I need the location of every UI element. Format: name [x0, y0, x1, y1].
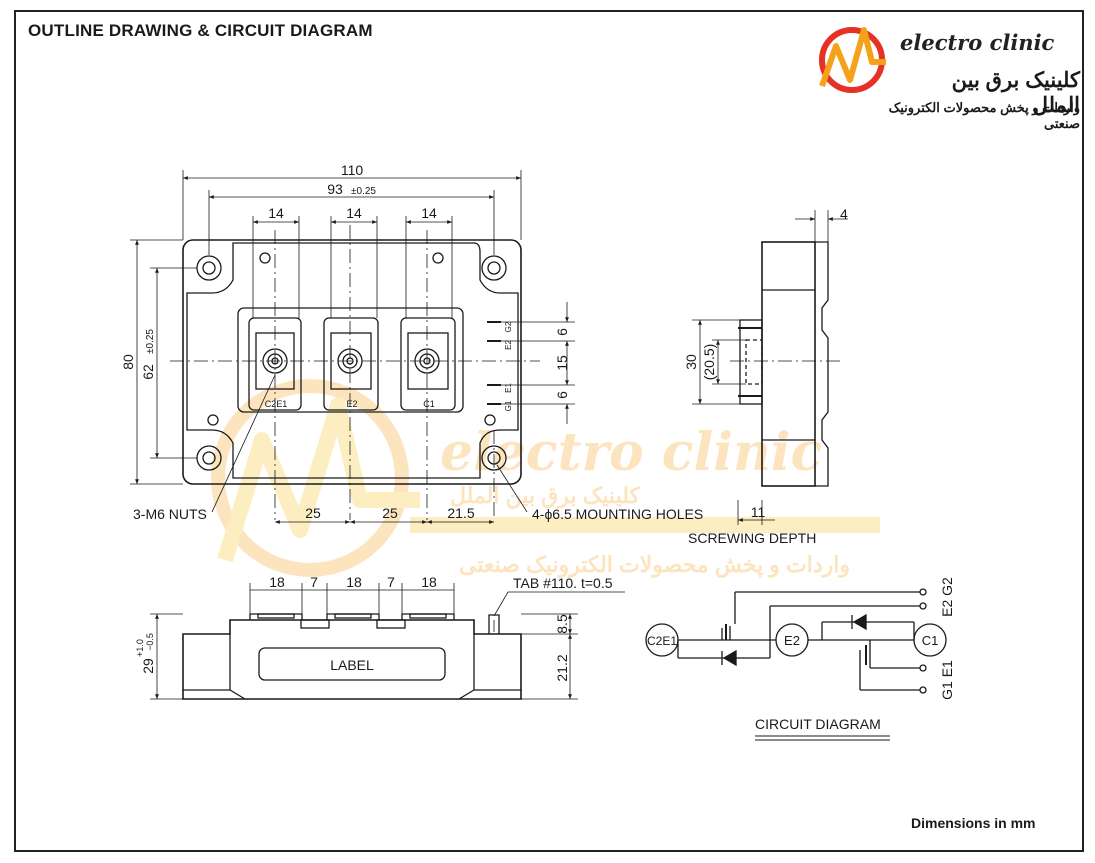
circuit-diagram [645, 588, 947, 741]
node-label-c2e1: C2E1 [647, 634, 677, 648]
top-view [130, 170, 575, 524]
logo-brand: electro clinic [900, 30, 1055, 55]
diode-2 [677, 640, 771, 667]
dim-terminal-width-1: 14 [268, 205, 284, 221]
watermark-brand: electro clinic [440, 422, 822, 483]
watermark: electro clinic کلینیک برق بین الملل وارد… [211, 379, 880, 579]
dim-hole-spacing-tol: ±0.25 [351, 186, 376, 197]
side-dim-inner: (20.5) [701, 344, 717, 381]
label-plate-text: LABEL [330, 657, 374, 673]
logo-subtitle: واردات و پخش محصولات الکترونیک صنعتی [888, 100, 1080, 131]
front-dim-3: 18 [346, 574, 362, 590]
pin-label-e2: E2 [504, 340, 513, 350]
company-logo: electro clinic کلینیک برق بین الملل وارد… [814, 16, 1080, 131]
front-dim-left-tol-plus: +1.0 [135, 639, 145, 657]
terminal-label-e2: E2 [346, 399, 357, 409]
igbt-1 [821, 613, 920, 691]
dim-overall-height: 80 [120, 354, 136, 370]
logo-tagline: کلینیک برق بین الملل [951, 69, 1080, 117]
front-dim-1: 18 [269, 574, 285, 590]
front-dim-right-2: 21.2 [554, 654, 570, 681]
side-view [692, 210, 848, 525]
igbt-2 [721, 591, 920, 640]
screwing-depth-label: SCREWING DEPTH [688, 530, 816, 546]
logo-mark-icon [819, 27, 886, 93]
gate-pins [487, 321, 501, 405]
node-label-c1: C1 [922, 633, 939, 648]
dim-hole-height-tol: ±0.25 [145, 329, 156, 354]
front-dim-right-1: 8.5 [554, 614, 570, 634]
terminal-tops [249, 613, 455, 629]
watermark-fa2: واردات و پخش محصولات الکترونیک صنعتی [459, 552, 850, 579]
pin-label-g2: G2 [504, 321, 513, 332]
dim-terminal-width-2: 14 [346, 205, 362, 221]
dim-terminal-width-3: 14 [421, 205, 437, 221]
terminal-label-c1: C1 [423, 399, 435, 409]
dimensions-note: Dimensions in mm [911, 815, 1036, 831]
terminal-label-c2e1: C2E1 [265, 399, 288, 409]
dim-overall-width: 110 [341, 162, 364, 178]
drawing-frame [14, 10, 1084, 852]
dim-right-3: 6 [554, 391, 570, 399]
circuit-caption: CIRCUIT DIAGRAM [755, 716, 881, 732]
callout-holes: 4-ϕ6.5 MOUNTING HOLES [532, 506, 703, 522]
front-dim-5: 18 [421, 574, 437, 590]
dim-hole-height: 62 [140, 364, 156, 380]
pin-label-e2-g2: E2 G2 [939, 577, 955, 617]
terminal-c1 [400, 317, 456, 411]
front-dim-left: 29 [140, 658, 156, 674]
tab [488, 614, 500, 634]
front-view [150, 583, 625, 700]
node-label-e2: E2 [784, 633, 800, 648]
pin-label-e1: E1 [504, 383, 513, 393]
mounting-hole [481, 255, 507, 281]
side-dim-screw: 11 [751, 504, 766, 520]
front-dim-2: 7 [310, 574, 318, 590]
dim-bottom-3: 21.5 [447, 505, 474, 521]
dim-right-2: 15 [554, 355, 570, 371]
dim-bottom-2: 25 [382, 505, 398, 521]
tab-label: TAB #110. t=0.5 [513, 575, 613, 591]
dim-hole-spacing: 93 [327, 181, 343, 197]
front-dim-4: 7 [387, 574, 395, 590]
dim-bottom-1: 25 [305, 505, 321, 521]
side-dim-height: 30 [683, 354, 699, 370]
front-dim-left-tol-minus: −0.5 [145, 633, 155, 651]
side-dim-top: 4 [840, 206, 848, 222]
dim-right-1: 6 [554, 328, 570, 336]
mounting-hole [196, 255, 222, 281]
watermark-fa1: کلینیک برق بین الملل [450, 483, 641, 509]
pin-label-g1: G1 [504, 400, 513, 411]
pin-label-g1-e1: G1 E1 [939, 660, 955, 700]
callout-nuts: 3-M6 NUTS [133, 506, 207, 522]
page-title: OUTLINE DRAWING & CIRCUIT DIAGRAM [28, 21, 373, 40]
